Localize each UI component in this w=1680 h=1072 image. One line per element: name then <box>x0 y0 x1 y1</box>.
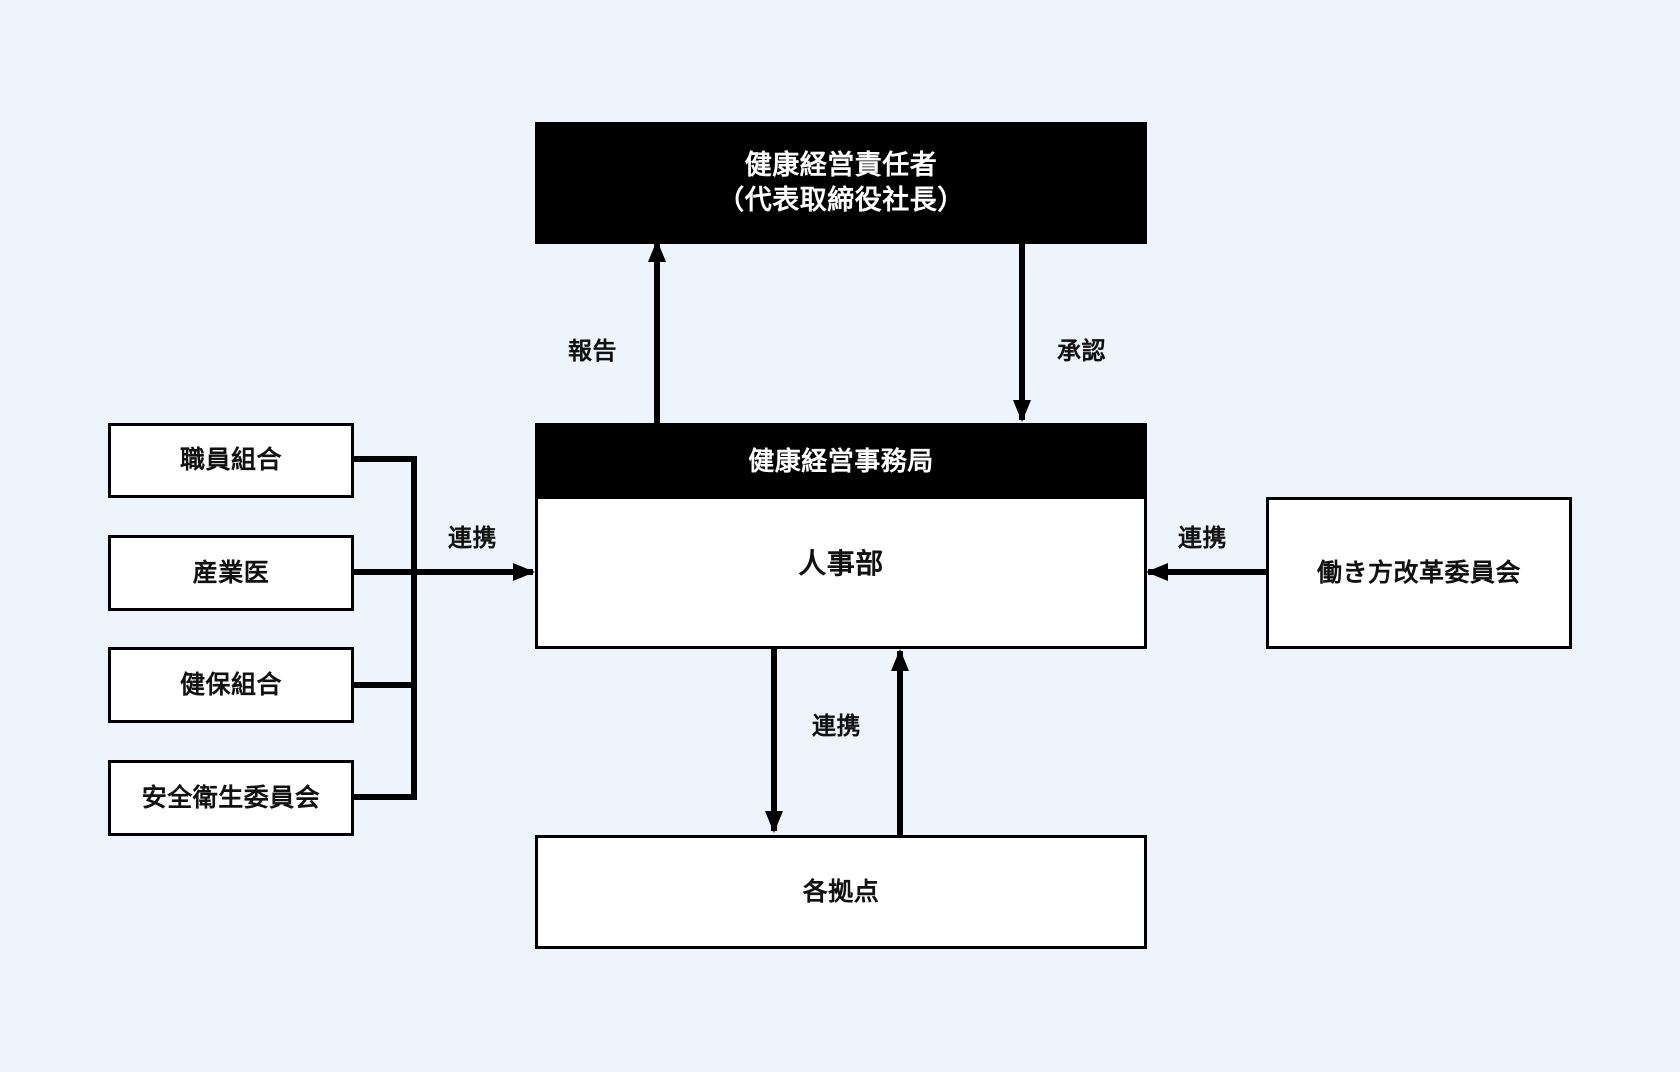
left-node-staff-union: 職員組合 <box>108 423 354 498</box>
health-insurance-union-label: 健保組合 <box>179 669 282 699</box>
sites-box: 各拠点 <box>535 835 1147 949</box>
staff-union-label: 職員組合 <box>179 445 282 475</box>
report-label: 報告 <box>568 337 617 365</box>
left-group-bracket <box>354 456 417 800</box>
health-management-office-box: 健康経営事務局 人事部 <box>535 423 1147 649</box>
health-management-officer-box: 健康経営責任者 （代表取締役社長） <box>535 122 1147 244</box>
right-cooperation-label: 連携 <box>1178 524 1227 552</box>
sites-label: 各拠点 <box>802 876 880 906</box>
work-style-reform-label: 働き方改革委員会 <box>1316 557 1521 587</box>
officer-subtitle: （代表取締役社長） <box>717 185 965 216</box>
approval-label: 承認 <box>1057 337 1106 365</box>
safety-committee-label: 安全衛生委員会 <box>141 782 321 812</box>
office-body: 人事部 <box>798 547 884 581</box>
officer-title: 健康経営責任者 <box>744 149 938 181</box>
industrial-physician-label: 産業医 <box>192 557 270 587</box>
left-node-industrial-physician: 産業医 <box>108 535 354 611</box>
work-style-reform-committee-box: 働き方改革委員会 <box>1266 497 1572 649</box>
left-node-safety-committee: 安全衛生委員会 <box>108 760 354 836</box>
bottom-cooperation-label: 連携 <box>812 712 861 740</box>
left-node-health-insurance-union: 健保組合 <box>108 647 354 723</box>
left-cooperation-label: 連携 <box>448 524 497 552</box>
office-header: 健康経営事務局 <box>538 426 1144 499</box>
